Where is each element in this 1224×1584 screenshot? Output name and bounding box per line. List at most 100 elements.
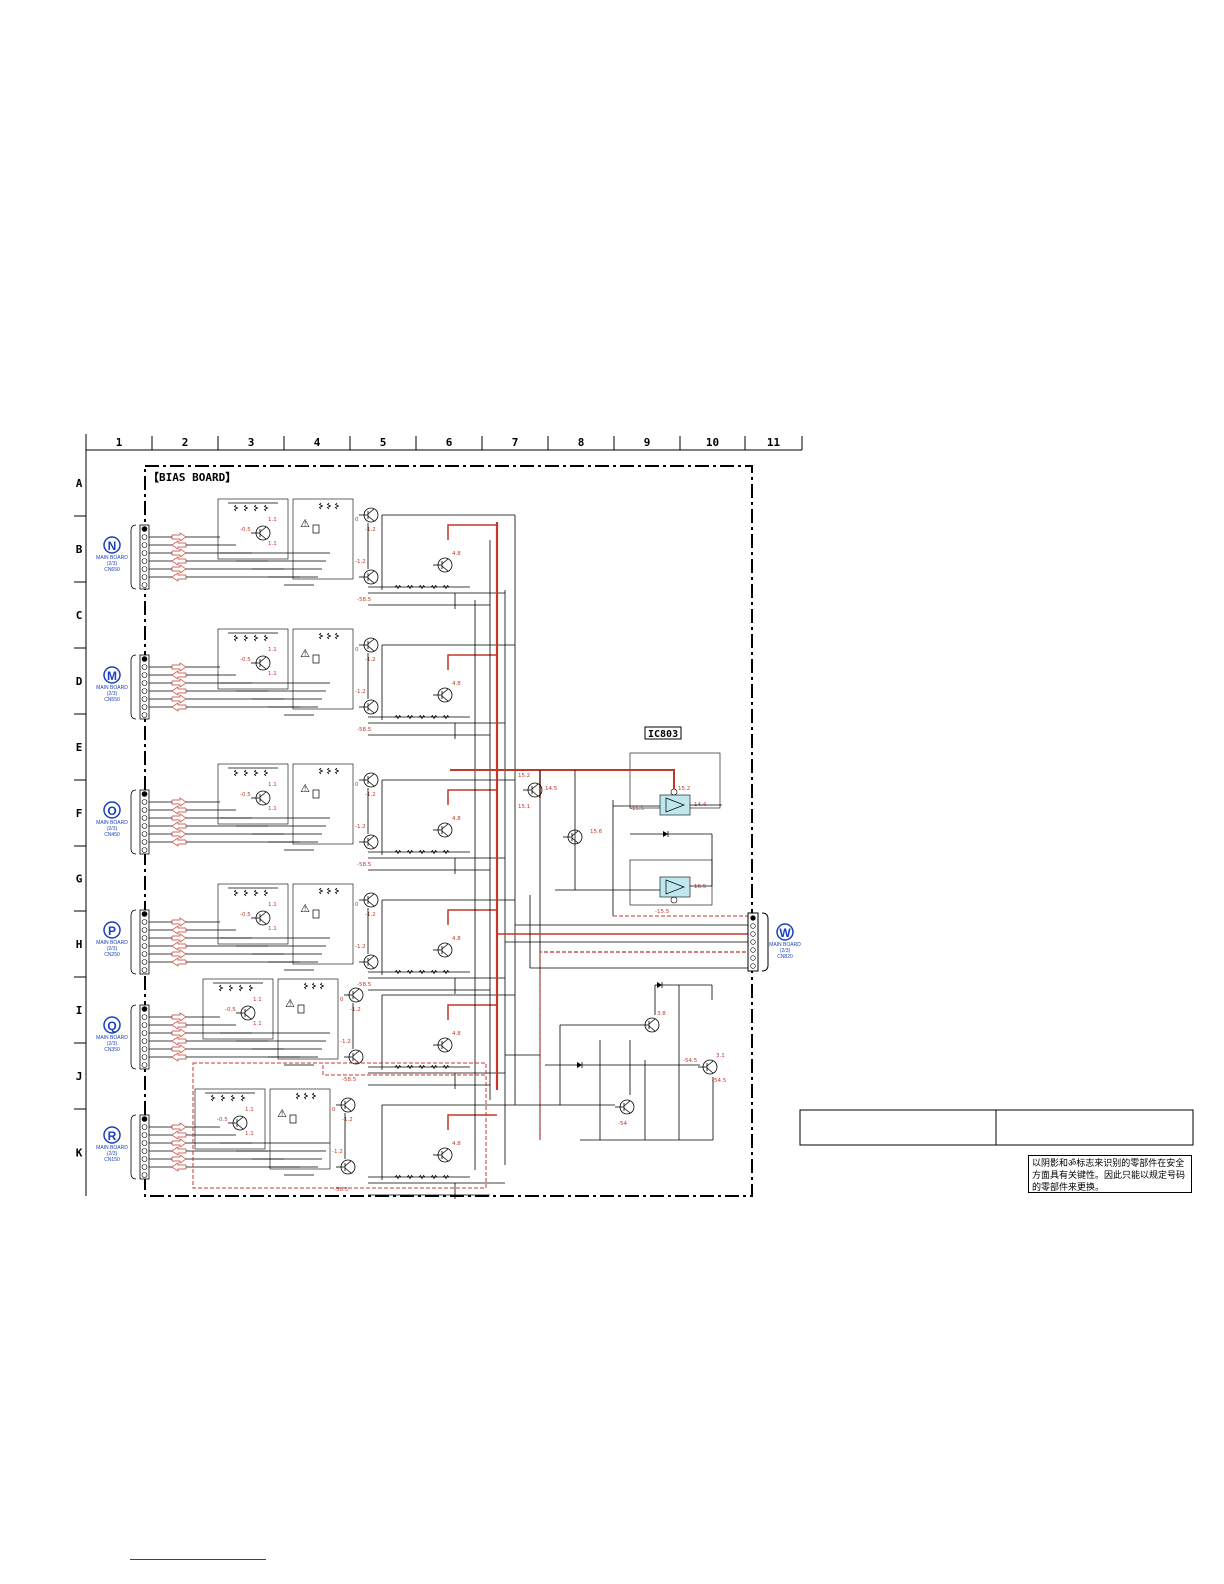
transistor-symbol xyxy=(344,987,364,1003)
resistor-symbol xyxy=(394,1064,402,1070)
voltage-label: 16.5 xyxy=(694,884,707,890)
resistor-symbol xyxy=(318,887,324,895)
voltage-label: 1.1 xyxy=(245,1107,254,1113)
transistor-symbol xyxy=(344,1049,364,1065)
connector-line2: (2/3) xyxy=(107,691,118,697)
row-label: F xyxy=(76,807,83,820)
resistor-symbol xyxy=(394,714,402,720)
voltage-label: -1.2 xyxy=(342,1117,353,1123)
resistor-symbol xyxy=(263,889,269,897)
voltage-label: 15.2 xyxy=(518,773,530,779)
voltage-label: 0 xyxy=(355,782,359,788)
diode-symbol xyxy=(577,1062,583,1068)
resistor-symbol xyxy=(326,767,332,775)
resistor-symbol xyxy=(334,887,340,895)
safety-note: 以阴影和ॐ标志来识别的零部件在安全方面具有关键性。因此只能以规定号码的零部件来更… xyxy=(1028,1155,1192,1193)
voltage-label: -58.5 xyxy=(357,597,372,603)
voltage-label: 3.8 xyxy=(657,1011,666,1017)
voltage-label: -0.5 xyxy=(240,657,251,663)
voltage-label: 1.1 xyxy=(268,517,277,523)
resistor-symbol xyxy=(418,1064,426,1070)
voltage-label: -58.5 xyxy=(357,862,372,868)
transistor-symbol xyxy=(359,892,379,908)
connector-line3: CN550 xyxy=(104,697,120,703)
voltage-label: 4.8 xyxy=(452,816,461,822)
resistor-symbol xyxy=(406,969,414,975)
voltage-label: 1.1 xyxy=(268,671,277,677)
voltage-label: 4.8 xyxy=(452,681,461,687)
signal-arrow xyxy=(171,933,187,943)
connector-letter: R xyxy=(108,1129,117,1143)
row-label: A xyxy=(76,477,83,490)
column-label: 2 xyxy=(182,436,189,449)
voltage-label: -1.2 xyxy=(365,912,376,918)
voltage-label: 15.2 xyxy=(678,786,690,792)
signal-arrow xyxy=(171,797,187,807)
resistor-symbol xyxy=(233,769,239,777)
voltage-label: 1.1 xyxy=(268,647,277,653)
parts-table xyxy=(799,1109,1194,1146)
voltage-label: -0.5 xyxy=(240,527,251,533)
voltage-label: 1.1 xyxy=(268,541,277,547)
resistor-symbol xyxy=(233,889,239,897)
connector-line2: (2/3) xyxy=(107,1151,118,1157)
board-outline xyxy=(144,465,753,1197)
signal-arrow xyxy=(171,686,187,696)
transistor-symbol xyxy=(336,1097,356,1113)
resistor-symbol xyxy=(248,984,254,992)
transistor-symbol xyxy=(236,1005,256,1021)
ic-label: IC803 xyxy=(648,729,678,740)
resistor-symbol xyxy=(326,887,332,895)
connector-line1: MAIN BOARD xyxy=(96,820,128,826)
row-label: B xyxy=(76,543,83,556)
connector-w-line3: CN820 xyxy=(777,954,793,960)
resistor-symbol xyxy=(430,1174,438,1180)
resistor-symbol xyxy=(442,714,450,720)
resistor-symbol xyxy=(418,969,426,975)
resistor-symbol xyxy=(326,502,332,510)
signal-arrow xyxy=(171,1130,187,1140)
resistor-symbol xyxy=(253,634,259,642)
resistor-symbol xyxy=(233,634,239,642)
connector-line2: (2/3) xyxy=(107,561,118,567)
resistor-symbol xyxy=(442,1064,450,1070)
voltage-label: -0.5 xyxy=(217,1117,228,1123)
connector-line1: MAIN BOARD xyxy=(96,1035,128,1041)
column-label: 7 xyxy=(512,436,519,449)
resistor-symbol xyxy=(318,502,324,510)
voltage-label: 1.1 xyxy=(268,926,277,932)
resistor-symbol xyxy=(442,849,450,855)
voltage-label: -58.5 xyxy=(357,727,372,733)
connector-line3: CN150 xyxy=(104,1157,120,1163)
voltage-label: 1.1 xyxy=(268,902,277,908)
resistor-symbol xyxy=(243,769,249,777)
resistor-symbol xyxy=(311,1092,317,1100)
connector-w-line2: (2/3) xyxy=(780,948,791,954)
voltage-label: -58.5 xyxy=(357,982,372,988)
row-label: E xyxy=(76,741,83,754)
voltage-label: -1.2 xyxy=(355,689,366,695)
warning-icon: ⚠ xyxy=(300,783,310,795)
connector-line2: (2/3) xyxy=(107,826,118,832)
signal-arrow xyxy=(171,1162,187,1172)
transistor-symbol xyxy=(433,687,453,703)
signal-arrow xyxy=(171,572,187,582)
voltage-label: -1.2 xyxy=(355,559,366,565)
transistor-symbol xyxy=(251,525,271,541)
signal-arrow xyxy=(171,821,187,831)
voltage-label: 0 xyxy=(340,997,344,1003)
voltage-label: 1.1 xyxy=(245,1131,254,1137)
resistor-symbol xyxy=(394,584,402,590)
transistor-symbol xyxy=(359,637,379,653)
voltage-label: -54.5 xyxy=(683,1058,698,1064)
warning-icon: ⚠ xyxy=(277,1108,287,1120)
resistor-symbol xyxy=(318,632,324,640)
resistor-symbol xyxy=(430,714,438,720)
signal-arrow xyxy=(171,1052,187,1062)
connector-line3: CN450 xyxy=(104,832,120,838)
